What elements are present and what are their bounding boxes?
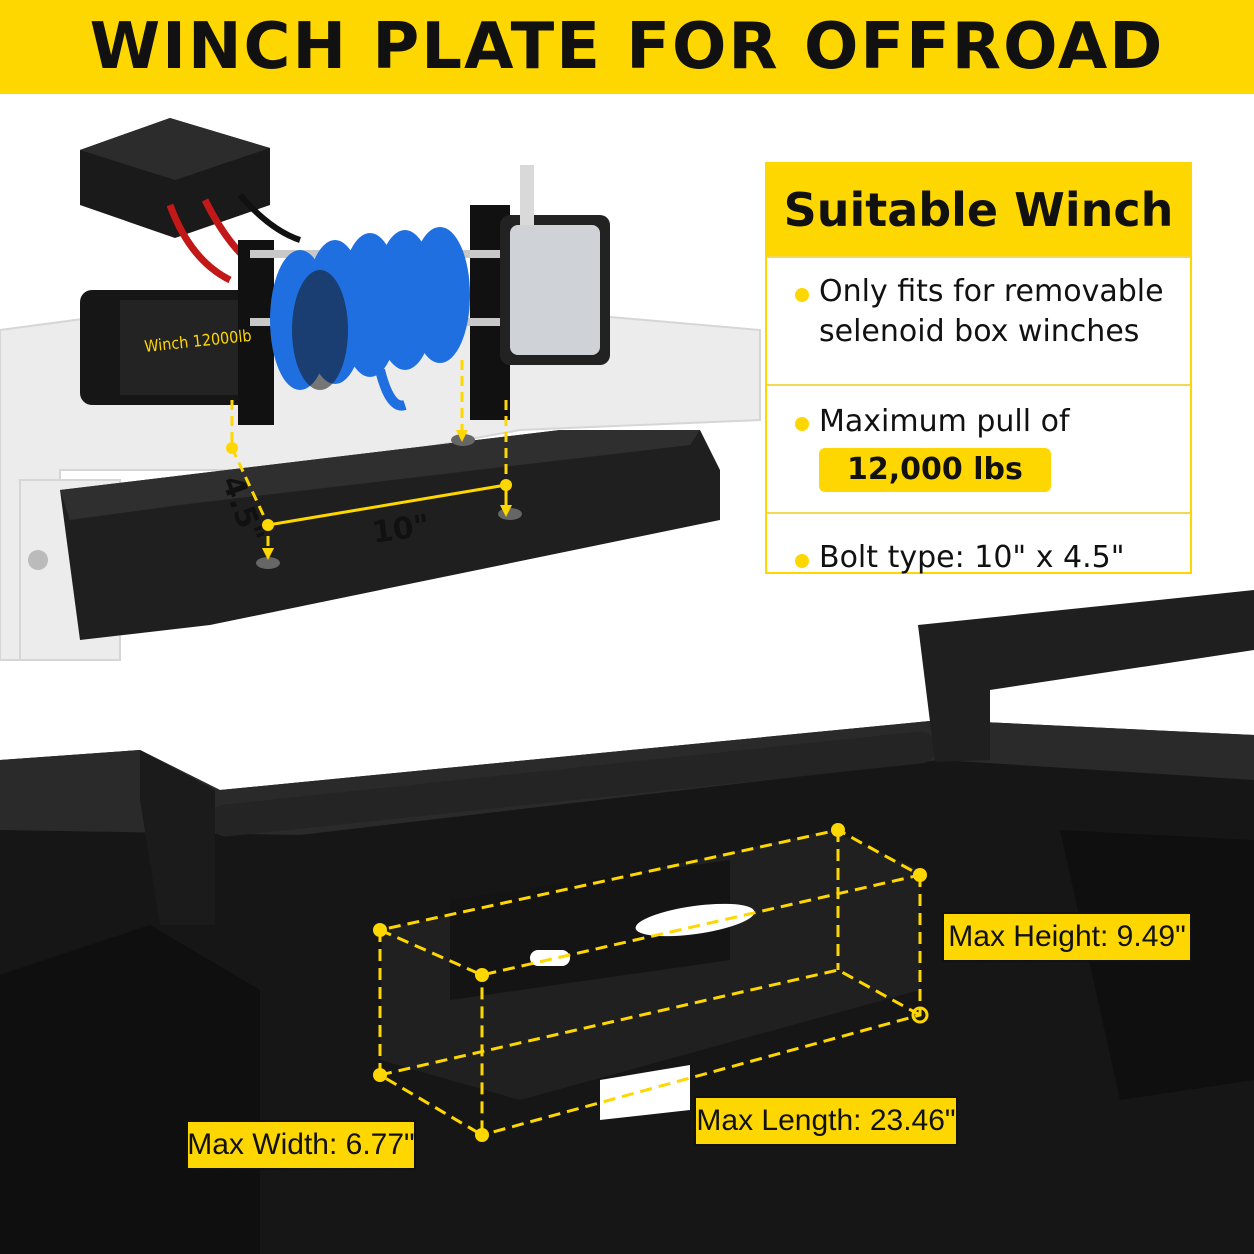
spec-item: Only fits for removable selenoid box win… xyxy=(767,256,1190,384)
control-box xyxy=(80,118,302,284)
suitable-winch-card: Suitable Winch Only fits for removable s… xyxy=(765,162,1192,575)
bullet-icon xyxy=(795,288,809,302)
max-height-callout: Max Height: 9.49" xyxy=(942,912,1192,962)
spec-item: Maximum pull of 12,000 lbs xyxy=(767,384,1190,512)
title-banner: WINCH PLATE FOR OFFROAD xyxy=(0,0,1254,94)
spec-card-header: Suitable Winch xyxy=(767,164,1190,256)
spec-item-text: Maximum pull of xyxy=(819,404,1070,439)
spec-item: Bolt type: 10" x 4.5" xyxy=(767,512,1190,575)
mounting-space-points xyxy=(373,823,929,1142)
spec-item-text: Bolt type: 10" x 4.5" xyxy=(819,540,1125,575)
mount-dimension-lines xyxy=(230,360,508,548)
page-title: WINCH PLATE FOR OFFROAD xyxy=(89,10,1165,84)
max-pull-badge: 12,000 lbs xyxy=(819,448,1051,492)
spec-card-title: Suitable Winch xyxy=(783,183,1174,237)
max-length-callout: Max Length: 23.46" xyxy=(694,1096,958,1146)
spec-item-text: selenoid box winches xyxy=(819,314,1140,349)
max-width-callout: Max Width: 6.77" xyxy=(186,1120,416,1170)
winch-body: Winch 12000lb xyxy=(80,165,610,425)
mount-dimension-points xyxy=(226,430,512,560)
bullet-icon xyxy=(795,417,809,431)
winch-plate xyxy=(28,430,720,640)
winch-rope xyxy=(270,227,470,411)
bullet-icon xyxy=(795,554,809,568)
spec-item-text: Only fits for removable xyxy=(819,274,1164,309)
